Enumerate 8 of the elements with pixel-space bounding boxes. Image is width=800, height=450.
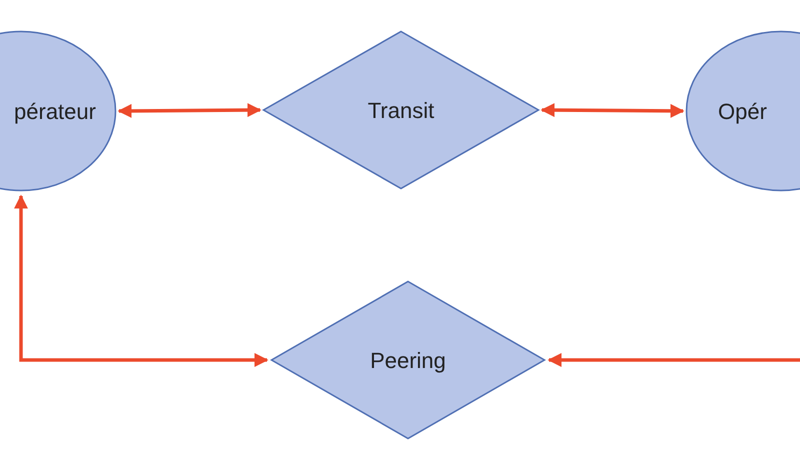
arrow	[540, 103, 684, 118]
arrow	[548, 353, 800, 367]
node-label: pérateur	[14, 98, 96, 126]
node-label: Transit	[368, 96, 434, 124]
arrow	[118, 103, 262, 118]
node-label: Opér	[718, 98, 767, 126]
arrow	[14, 194, 268, 367]
node-label: Peering	[370, 346, 446, 375]
